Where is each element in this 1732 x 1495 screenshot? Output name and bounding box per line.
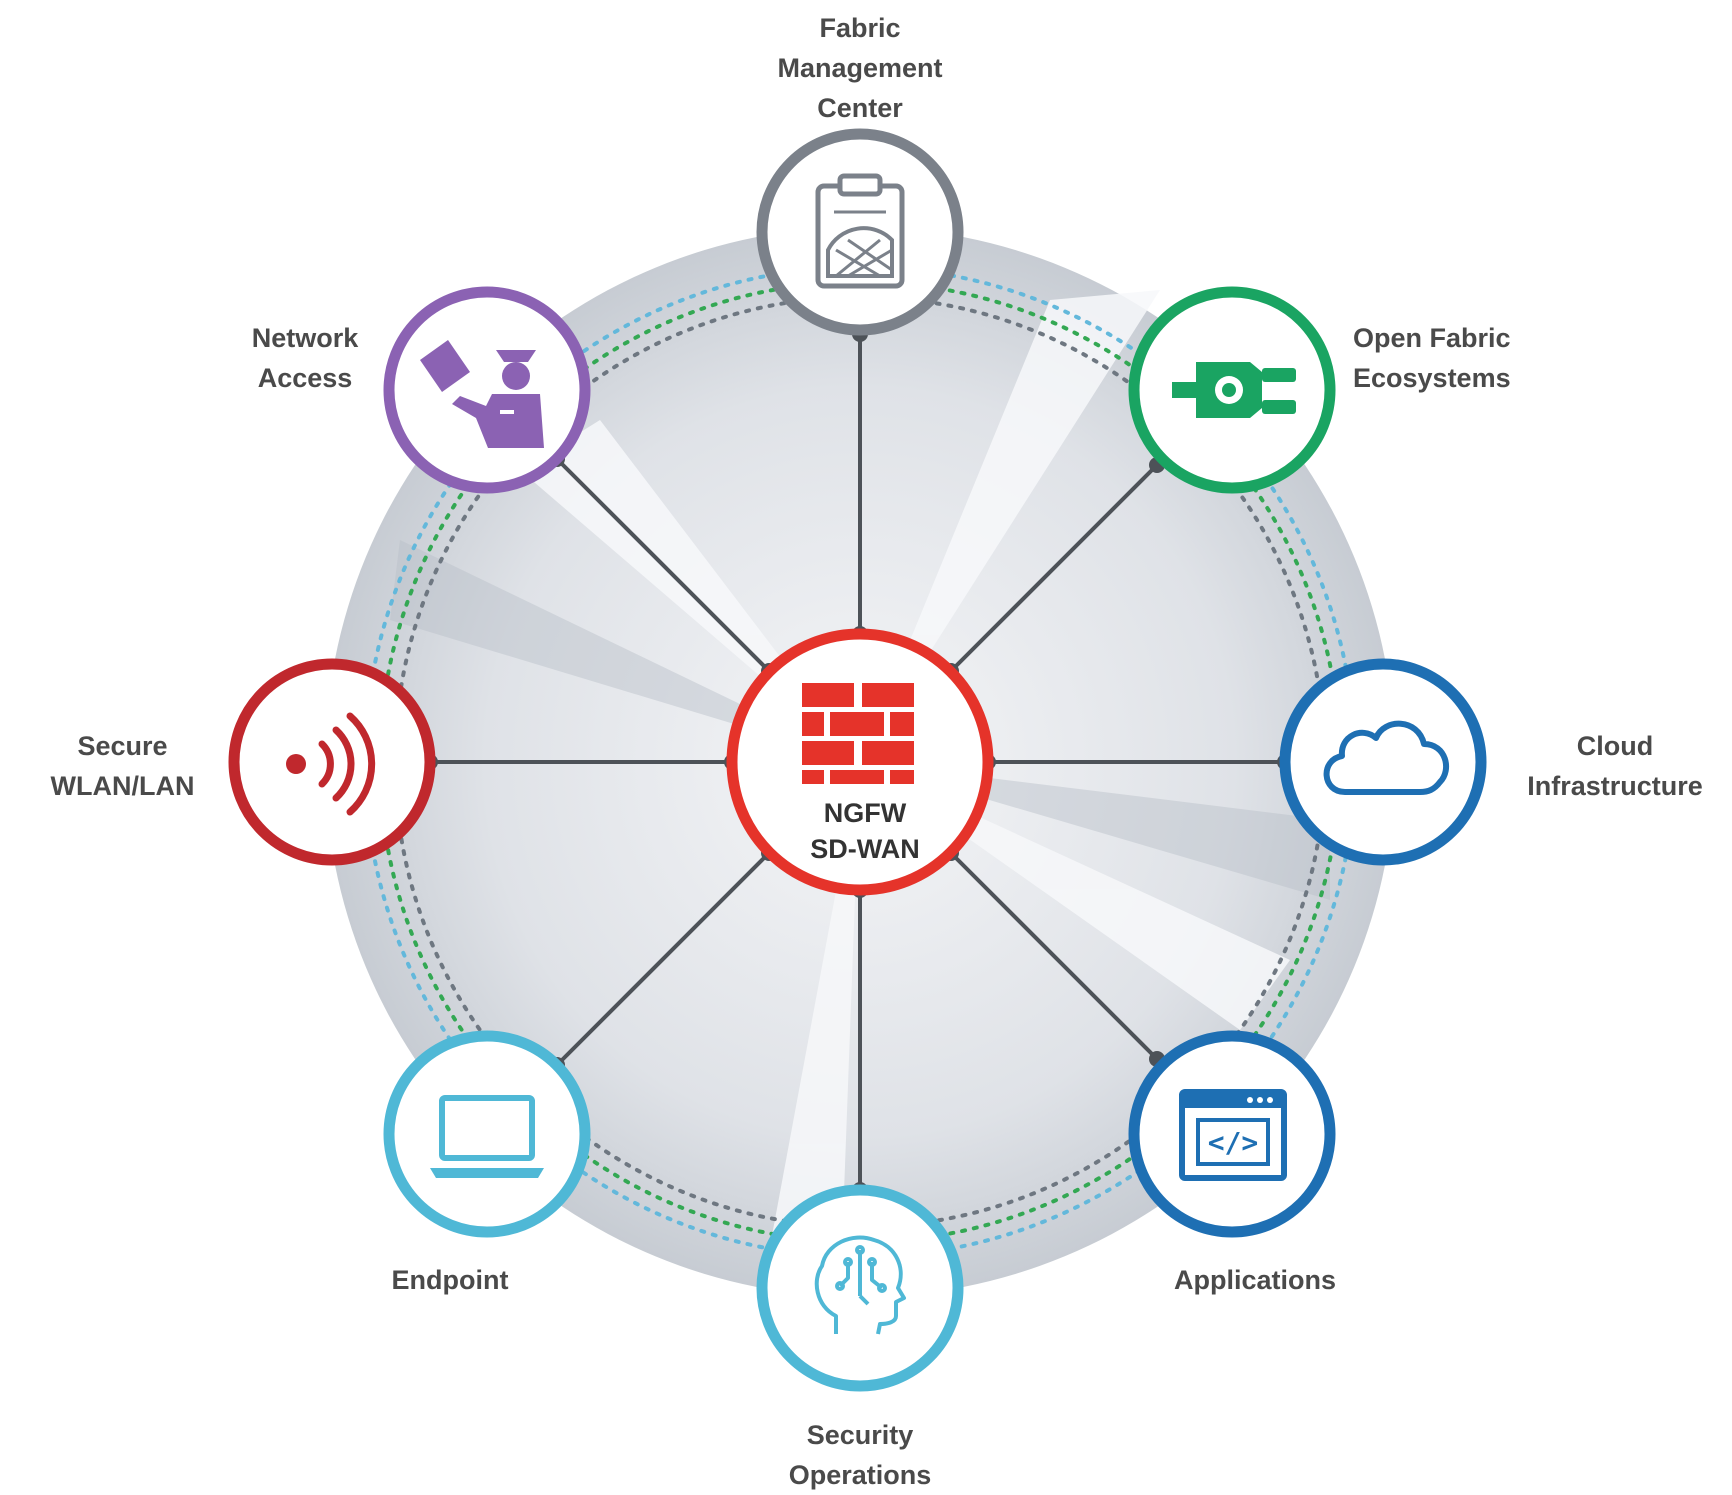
label-cloud-infrastructure: Cloud Infrastructure	[1527, 731, 1703, 801]
svg-text:</>: </>	[1208, 1126, 1259, 1159]
wireless-signal-icon	[286, 712, 376, 816]
center-label: NGFW SD-WAN	[810, 798, 920, 864]
node-cloud-infrastructure	[1279, 658, 1487, 866]
node-security-operations	[756, 1184, 964, 1392]
label-security-operations: Security Operations	[788, 1420, 932, 1490]
connector-endpoint	[555, 851, 771, 1067]
plug-gear-icon	[1172, 362, 1296, 418]
node-open-fabric-ecosystems	[1128, 286, 1336, 494]
label-applications: Applications	[1173, 1265, 1336, 1295]
connector-lines	[430, 334, 1285, 1190]
node-fabric-management-center	[756, 128, 964, 336]
label-endpoint: Endpoint	[391, 1265, 509, 1295]
center-node	[726, 628, 994, 896]
officer-badge-icon	[420, 340, 544, 448]
node-endpoint	[383, 1030, 591, 1238]
code-window-icon: </>	[1179, 1089, 1287, 1181]
node-applications: </>	[1128, 1030, 1336, 1238]
firewall-brick-icon	[802, 683, 914, 784]
cloud-icon	[1323, 720, 1450, 795]
label-secure-wlan-lan: Secure WLAN/LAN	[50, 731, 195, 801]
brain-circuit-icon	[814, 1235, 906, 1335]
connector-network-access	[555, 457, 771, 673]
connector-applications	[949, 851, 1159, 1061]
node-secure-wlan-lan	[228, 658, 436, 866]
label-fabric-management-center: Fabric Management Center	[777, 13, 943, 123]
label-open-fabric-ecosystems: Open Fabric Ecosystems	[1353, 323, 1511, 393]
laptop-icon	[430, 1095, 544, 1178]
connector-open-fabric-ecosystems	[949, 463, 1159, 673]
label-network-access: Network Access	[251, 323, 359, 393]
wedge-highlight	[860, 290, 1160, 762]
node-network-access	[383, 286, 591, 494]
clipboard-globe-icon	[815, 173, 905, 289]
wedge-highlight	[760, 762, 860, 1300]
